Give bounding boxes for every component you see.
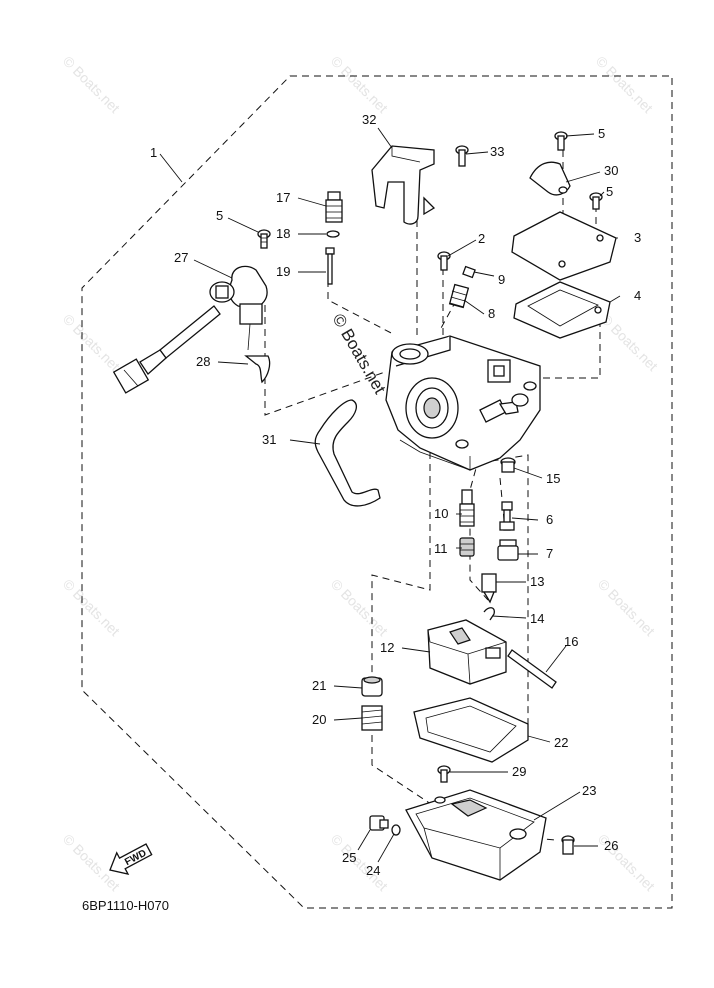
watermark: © Boats.net [593, 53, 656, 116]
part-31-hose [314, 399, 381, 507]
callout-13: 13 [530, 574, 544, 589]
callout-8: 8 [488, 306, 495, 321]
callout-26: 26 [604, 838, 618, 853]
assembly-outline [81, 75, 673, 909]
part-17-jet [325, 191, 343, 223]
callout-2: 2 [478, 231, 485, 246]
part-13-needle-valve [481, 573, 497, 604]
part-12-float [427, 619, 507, 685]
part-26-bolt [561, 835, 575, 855]
callout-24: 24 [366, 863, 380, 878]
part-22-float-chamber-gasket [413, 697, 529, 763]
callout-21: 21 [312, 678, 326, 693]
callout-16: 16 [564, 634, 578, 649]
callout-1: 1 [150, 145, 157, 160]
callout-9: 9 [498, 272, 505, 287]
callout-17: 17 [276, 190, 290, 205]
callout-5-top: 5 [598, 126, 605, 141]
watermark: © Boats.net [328, 53, 391, 116]
watermark: © Boats.net [60, 53, 123, 116]
part-5-screw-left [257, 229, 271, 249]
callout-32: 32 [362, 112, 376, 127]
callout-23: 23 [582, 783, 596, 798]
callout-22: 22 [554, 735, 568, 750]
callout-labels: 1 2 3 4 5 5 5 6 7 8 9 10 11 12 13 14 15 … [150, 112, 641, 878]
callout-25: 25 [342, 850, 356, 865]
watermark-layer: © Boats.net © Boats.net © Boats.net © Bo… [60, 53, 661, 894]
watermark: © Boats.net [328, 576, 391, 639]
callout-14: 14 [530, 611, 544, 626]
part-25-drain-bolt [369, 815, 389, 831]
part-7-plug [497, 539, 519, 561]
callout-19: 19 [276, 264, 290, 279]
part-23-float-chamber [405, 789, 547, 881]
diagram-code: 6BP1110-H070 [82, 898, 169, 913]
part-6-jet [499, 501, 515, 531]
callout-5-left: 5 [216, 208, 223, 223]
watermark: © Boats.net [328, 831, 391, 894]
part-9-plug [462, 265, 476, 279]
part-14-clip [483, 607, 495, 621]
part-21-seat [361, 676, 383, 697]
callout-7: 7 [546, 546, 553, 561]
part-15-screw [500, 457, 516, 473]
callout-18: 18 [276, 226, 290, 241]
callout-3: 3 [634, 230, 641, 245]
part-16-float-pin [507, 649, 557, 689]
callout-29: 29 [512, 764, 526, 779]
part-33-screw [455, 145, 469, 167]
carburetor-body [385, 335, 541, 471]
watermark: © Boats.net [60, 311, 123, 374]
part-20-spring [361, 705, 383, 731]
leader-lines [159, 127, 621, 863]
callout-30: 30 [604, 163, 618, 178]
part-5-screw-top [554, 131, 568, 151]
part-28-clip [244, 355, 271, 384]
callout-12: 12 [380, 640, 394, 655]
part-11-main-jet [459, 537, 475, 557]
part-2-screw [437, 251, 451, 271]
part-5-screw-right [589, 192, 603, 210]
part-30-plate [529, 161, 571, 196]
callout-15: 15 [546, 471, 560, 486]
watermark: © Boats.net [598, 311, 661, 374]
callout-11: 11 [434, 541, 448, 556]
part-3-cover [511, 211, 617, 281]
callout-27: 27 [174, 250, 188, 265]
watermark-center: © Boats.net [329, 311, 390, 398]
callout-6: 6 [546, 512, 553, 527]
callout-5-right: 5 [606, 184, 613, 199]
part-8-spring [448, 283, 470, 309]
callout-10: 10 [434, 506, 448, 521]
part-18-o-ring [326, 230, 340, 238]
callout-20: 20 [312, 712, 326, 727]
watermark: © Boats.net [595, 576, 658, 639]
part-24-washer [391, 824, 401, 836]
callout-31: 31 [262, 432, 276, 447]
part-27-solenoid [112, 265, 268, 394]
part-19-pilot-jet [325, 247, 335, 285]
watermark: © Boats.net [60, 576, 123, 639]
part-4-gasket [513, 281, 611, 339]
part-32-bracket [371, 145, 435, 225]
callout-28: 28 [196, 354, 210, 369]
callout-33: 33 [490, 144, 504, 159]
callout-4: 4 [634, 288, 641, 303]
part-29-screw [437, 765, 451, 783]
fwd-label: FWD [123, 848, 148, 868]
part-10-main-nozzle [459, 489, 475, 527]
